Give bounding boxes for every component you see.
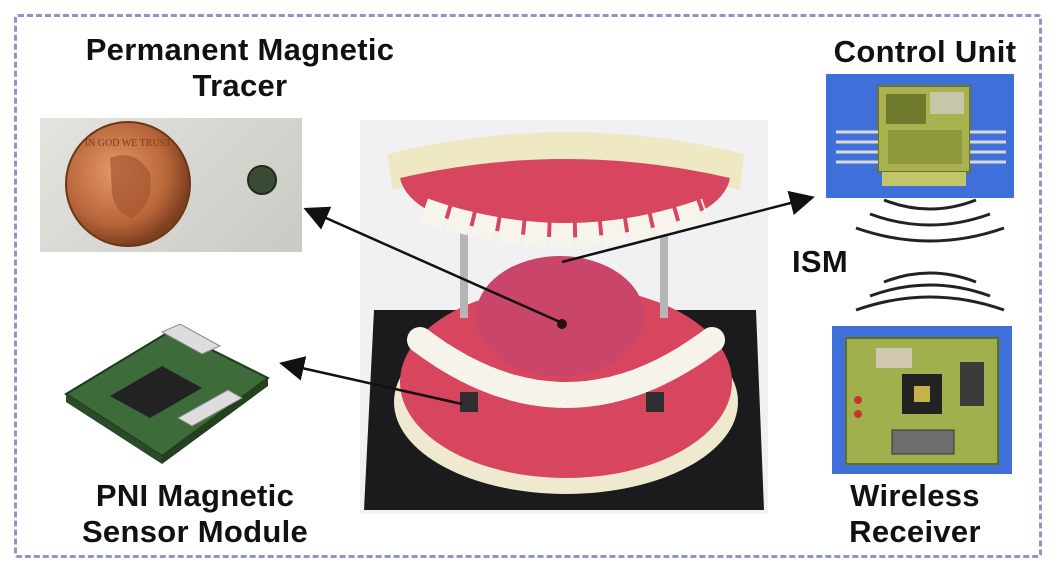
arrow-sensor [284,364,462,404]
wireless-waves-top [856,200,1004,241]
arrow-control-unit [562,198,810,262]
arrow-tracer [308,210,560,322]
wireless-waves-bottom [856,273,1004,310]
